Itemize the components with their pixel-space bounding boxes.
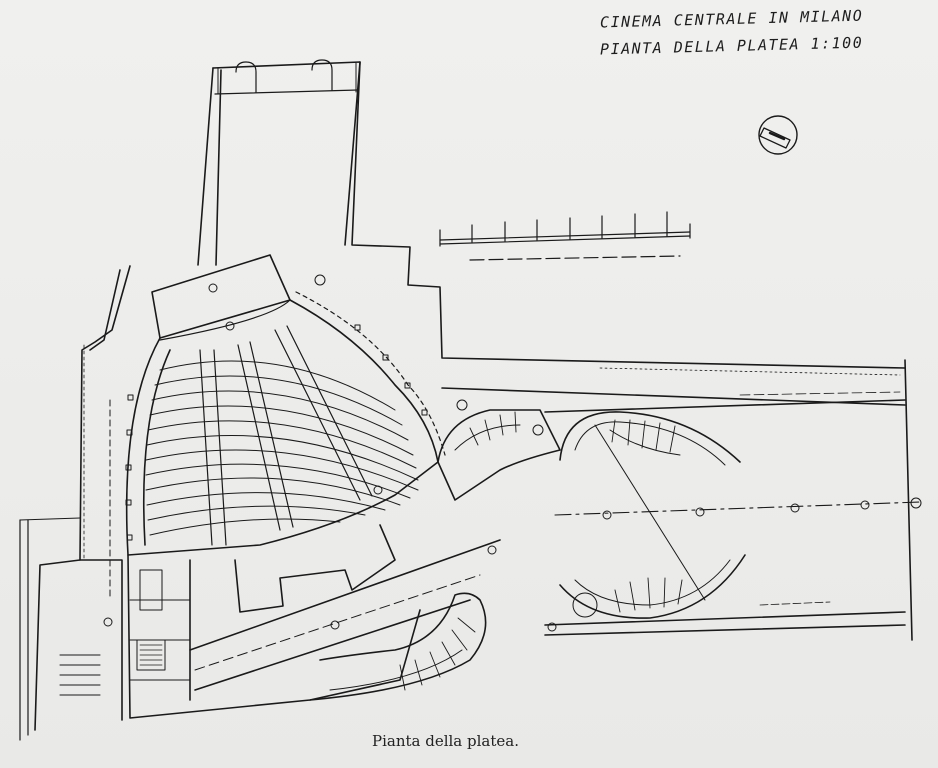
upper-right-stair [559, 411, 741, 466]
stage-block [197, 59, 906, 369]
lower-stair [309, 592, 487, 701]
outer-wall-left [19, 265, 131, 741]
auditorium-outline [109, 291, 446, 601]
north-arrow-icon [758, 115, 798, 155]
entrance-steps [19, 517, 101, 696]
aisles [159, 299, 373, 546]
right-corridor [441, 359, 922, 641]
dimension-lines [83, 344, 901, 606]
seating-rows [145, 360, 419, 536]
lower-right-stair [559, 554, 746, 619]
graphic-scale [439, 211, 691, 261]
column-markers [103, 274, 557, 632]
corridor-columns [125, 324, 428, 541]
corridor-diagonal [189, 539, 501, 691]
middle-stair [437, 409, 561, 501]
foyer-block [127, 524, 421, 719]
diagonal-axis [594, 424, 706, 601]
projection-booth [151, 254, 291, 339]
figure-caption: Pianta della platea. [372, 732, 519, 750]
